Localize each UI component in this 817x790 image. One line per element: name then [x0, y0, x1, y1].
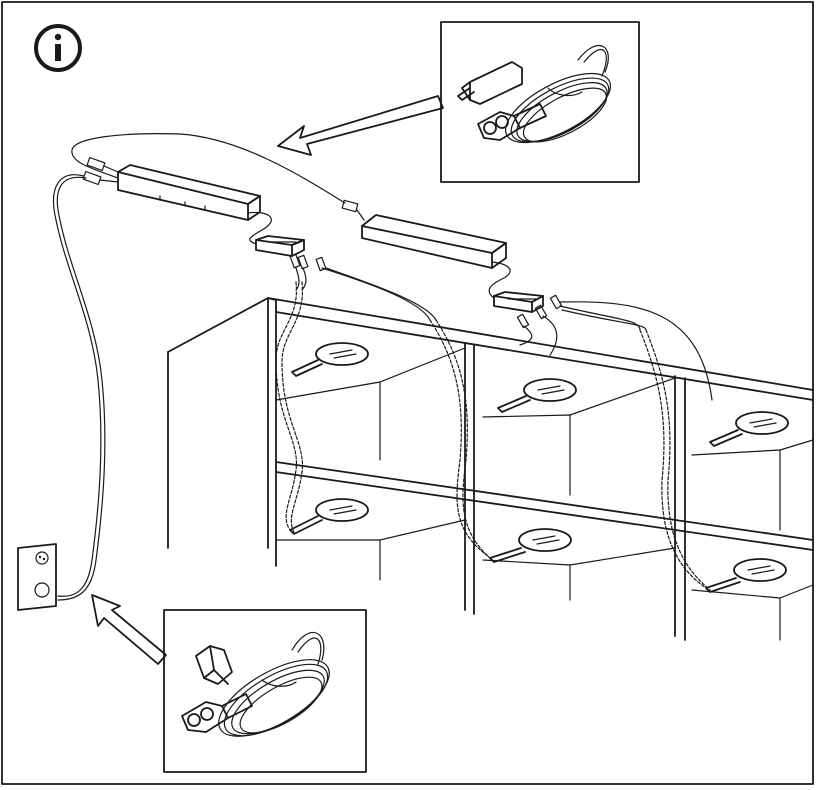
distributor-right — [493, 291, 544, 313]
detail-panel-top — [440, 21, 640, 183]
arrow-bottom — [91, 594, 167, 665]
wall-socket — [17, 543, 57, 611]
coiled-cable-bottom — [218, 631, 330, 737]
driver-right — [361, 214, 507, 269]
distributor-left — [255, 235, 305, 257]
puck-light-5 — [489, 528, 572, 563]
arrow-top — [277, 95, 444, 156]
cable-plug-top — [457, 61, 523, 105]
driver-left-link — [247, 211, 272, 245]
light-cables — [295, 267, 713, 401]
plugs-left — [289, 253, 327, 272]
wall-plug-bottom — [195, 645, 233, 685]
puck-light-1 — [291, 342, 369, 377]
info-icon — [34, 24, 82, 72]
driver-left — [117, 164, 261, 221]
puck-light-6 — [705, 558, 787, 593]
puck-light-2 — [497, 378, 577, 413]
detail-panel-bottom — [163, 609, 367, 773]
shelf-unit — [167, 297, 814, 641]
driver-right-link — [488, 261, 511, 299]
figure8-plug-top — [477, 103, 547, 141]
puck-light-4 — [289, 498, 369, 535]
plugs-right — [516, 294, 563, 329]
puck-light-3 — [709, 411, 789, 447]
power-cables — [52, 133, 365, 601]
hidden-cables — [275, 281, 711, 591]
figure8-plug-bottom — [181, 693, 253, 733]
coiled-cable-top — [504, 44, 612, 144]
